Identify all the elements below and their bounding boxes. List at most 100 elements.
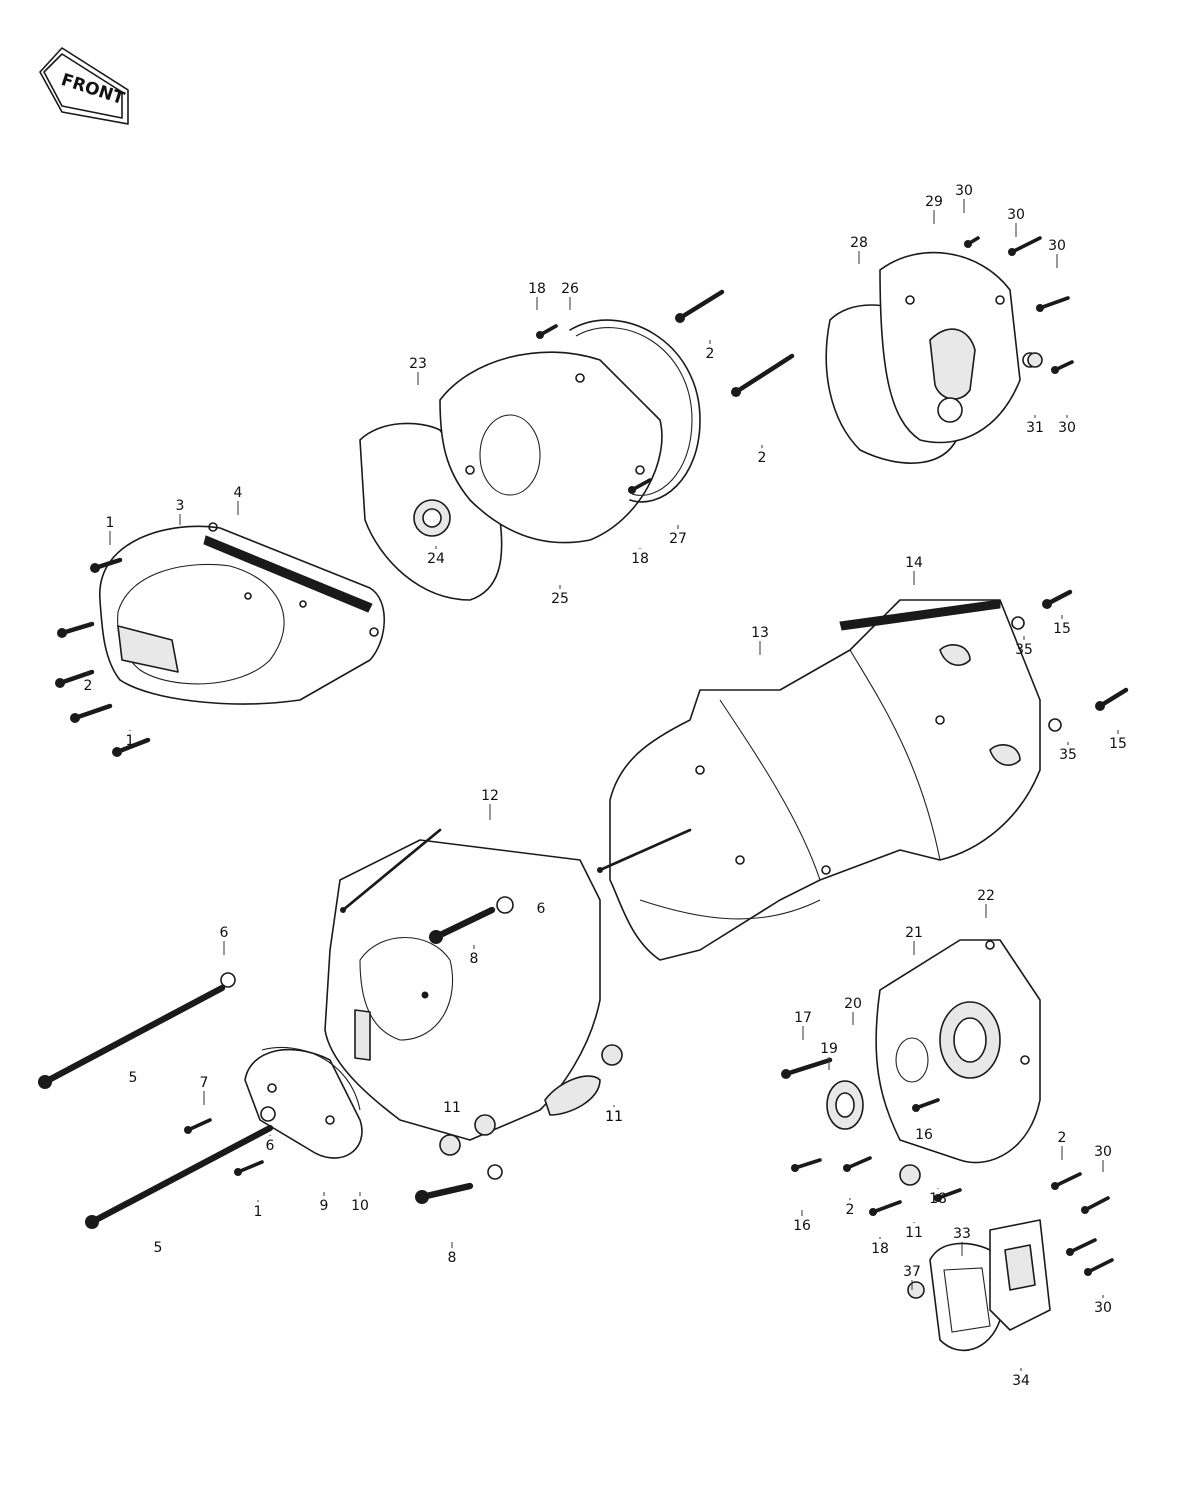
callout-label: 18 bbox=[871, 1241, 889, 1257]
callout-label: 19 bbox=[820, 1041, 838, 1057]
callout-label: 13 bbox=[751, 625, 769, 641]
callout-label: 18 bbox=[929, 1191, 947, 1207]
washer-11-c bbox=[474, 1114, 496, 1136]
bolt bbox=[1008, 236, 1042, 256]
bolt bbox=[429, 906, 496, 944]
callout-label: 11 bbox=[605, 1109, 623, 1125]
bolt bbox=[912, 1098, 940, 1112]
cover-34 bbox=[989, 1219, 1051, 1331]
callout-label: 6 bbox=[220, 925, 229, 941]
callout-label: 24 bbox=[427, 551, 445, 567]
leader-lines bbox=[87, 199, 1119, 1371]
washer-9 bbox=[487, 1164, 503, 1180]
callout-label: 21 bbox=[905, 925, 923, 941]
callout-label: 23 bbox=[409, 356, 427, 372]
bolt bbox=[597, 828, 692, 873]
bolt bbox=[415, 1182, 474, 1204]
callout-label: 31 bbox=[1026, 420, 1044, 436]
bolt bbox=[791, 1158, 822, 1172]
front-direction-badge: FRONT bbox=[39, 47, 129, 125]
bolt bbox=[55, 669, 95, 688]
bolt bbox=[57, 621, 95, 638]
callout-label: 11 bbox=[605, 1109, 623, 1125]
bolt bbox=[234, 1160, 264, 1176]
shift-cover bbox=[244, 1046, 363, 1159]
callout-label: 5 bbox=[129, 1070, 138, 1086]
callout-label: 11 bbox=[443, 1100, 461, 1116]
callout-label: 2 bbox=[84, 678, 93, 694]
bolt bbox=[731, 353, 795, 397]
callout-label: 6 bbox=[537, 901, 546, 917]
callout-label: 35 bbox=[1015, 642, 1033, 658]
callout-label: 34 bbox=[1012, 1373, 1030, 1389]
washer-6-b bbox=[260, 1106, 276, 1122]
callout-label: 30 bbox=[1007, 207, 1025, 223]
callout-label: 30 bbox=[955, 183, 973, 199]
rear-cover bbox=[879, 251, 1038, 444]
clutch-cover bbox=[99, 522, 386, 705]
bolt bbox=[1042, 589, 1073, 609]
fasteners bbox=[38, 236, 1129, 1276]
bolt bbox=[843, 1156, 872, 1172]
callout-label: 9 bbox=[320, 1198, 329, 1214]
bolt bbox=[964, 236, 980, 248]
callout-label: 7 bbox=[200, 1075, 209, 1091]
callout-label: 11 bbox=[905, 1225, 923, 1241]
washer-6-a bbox=[220, 972, 236, 988]
bolt bbox=[184, 1118, 212, 1134]
upper-crankcase bbox=[609, 599, 1041, 961]
bolt bbox=[1051, 360, 1074, 374]
callout-label: 2 bbox=[706, 346, 715, 362]
washer-35-b bbox=[1048, 718, 1062, 732]
callout-label: 16 bbox=[915, 1127, 933, 1143]
inner-cover bbox=[439, 351, 663, 544]
callout-label: 33 bbox=[953, 1226, 971, 1242]
callout-label: 12 bbox=[481, 788, 499, 804]
callout-label: 5 bbox=[154, 1240, 163, 1256]
oil-seal-19 bbox=[826, 1080, 864, 1130]
callout-label: 30 bbox=[1048, 238, 1066, 254]
callout-label: 3 bbox=[176, 498, 185, 514]
callout-label: 37 bbox=[903, 1264, 921, 1280]
callout-label: 30 bbox=[1058, 420, 1076, 436]
bolt bbox=[1084, 1258, 1114, 1276]
washer-11-b bbox=[601, 1044, 623, 1066]
callout-label: 8 bbox=[448, 1250, 457, 1266]
bolt bbox=[38, 984, 226, 1089]
bolt bbox=[869, 1200, 902, 1216]
bolt bbox=[112, 737, 151, 757]
gasket-ring bbox=[569, 319, 701, 503]
callout-label: 2 bbox=[1058, 1130, 1067, 1146]
inner-cover-gasket bbox=[359, 422, 503, 601]
callout-label: 1 bbox=[254, 1204, 263, 1220]
bolt bbox=[1095, 687, 1129, 711]
callout-label: 15 bbox=[1109, 736, 1127, 752]
callout-label: 18 bbox=[631, 551, 649, 567]
callout-label: 6 bbox=[266, 1138, 275, 1154]
nut-31 bbox=[1027, 352, 1043, 368]
callout-label: 1 bbox=[126, 733, 135, 749]
callout-label: 8 bbox=[470, 951, 479, 967]
bolt bbox=[90, 557, 123, 573]
callout-label: 2 bbox=[758, 450, 767, 466]
callout-label: 10 bbox=[351, 1198, 369, 1214]
callout-label: 30 bbox=[1094, 1144, 1112, 1160]
callout-label: 27 bbox=[669, 531, 687, 547]
callout-label: 2 bbox=[846, 1202, 855, 1218]
oil-pump-housing bbox=[875, 939, 1041, 1164]
callout-label: 16 bbox=[793, 1218, 811, 1234]
callout-label: 4 bbox=[234, 485, 243, 501]
washer-11-d bbox=[899, 1164, 921, 1186]
callout-label: 26 bbox=[561, 281, 579, 297]
callout-label: 1 bbox=[106, 515, 115, 531]
callout-label: 22 bbox=[977, 888, 995, 904]
bolt bbox=[1051, 1172, 1082, 1190]
bolt bbox=[675, 289, 725, 323]
bolt bbox=[1036, 296, 1070, 312]
bolt bbox=[1066, 1238, 1097, 1256]
callout-label: 28 bbox=[850, 235, 868, 251]
bolt bbox=[628, 478, 652, 494]
